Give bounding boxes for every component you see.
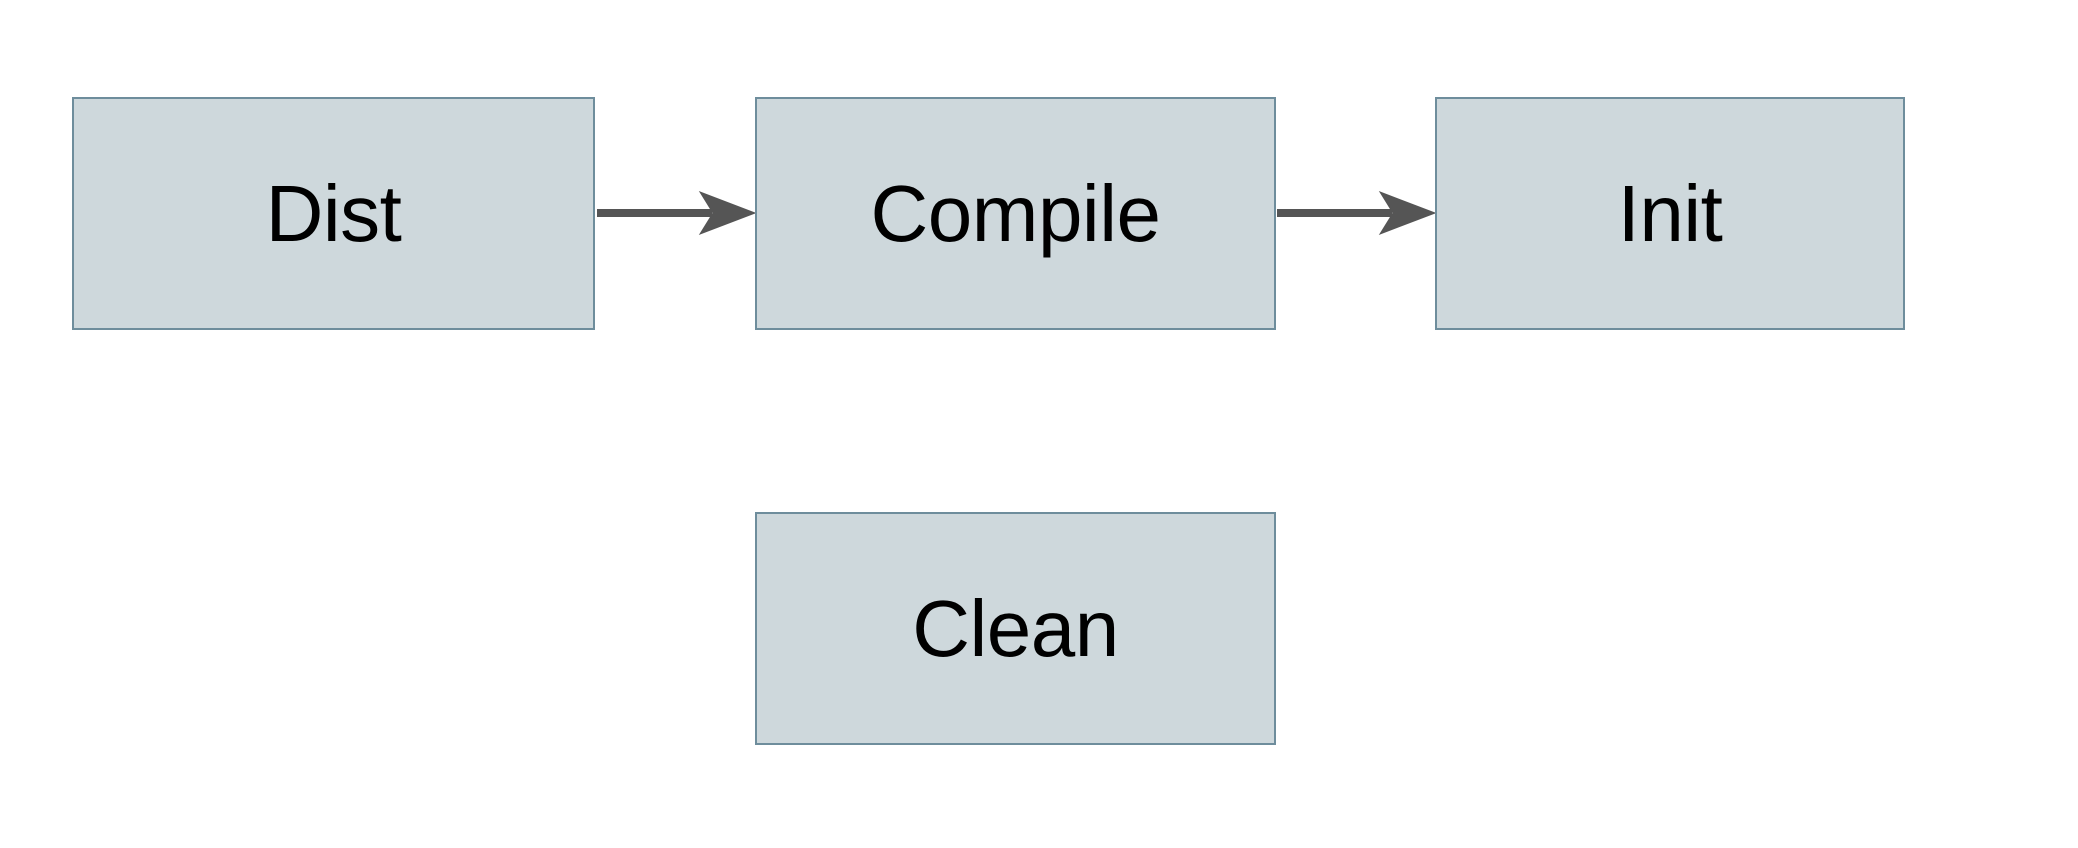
- node-dist[interactable]: Dist: [72, 97, 595, 330]
- node-compile[interactable]: Compile: [755, 97, 1276, 330]
- edge-compile-to-init[interactable]: [1277, 191, 1437, 235]
- node-label-dist: Dist: [265, 168, 402, 258]
- node-label-init: Init: [1617, 168, 1723, 258]
- node-label-clean: Clean: [912, 583, 1119, 673]
- node-init[interactable]: Init: [1435, 97, 1905, 330]
- node-label-compile: Compile: [870, 168, 1161, 258]
- node-clean[interactable]: Clean: [755, 512, 1276, 745]
- arrowhead-icon: [698, 191, 757, 235]
- edge-dist-to-compile[interactable]: [597, 191, 757, 235]
- arrowhead-icon: [1378, 191, 1437, 235]
